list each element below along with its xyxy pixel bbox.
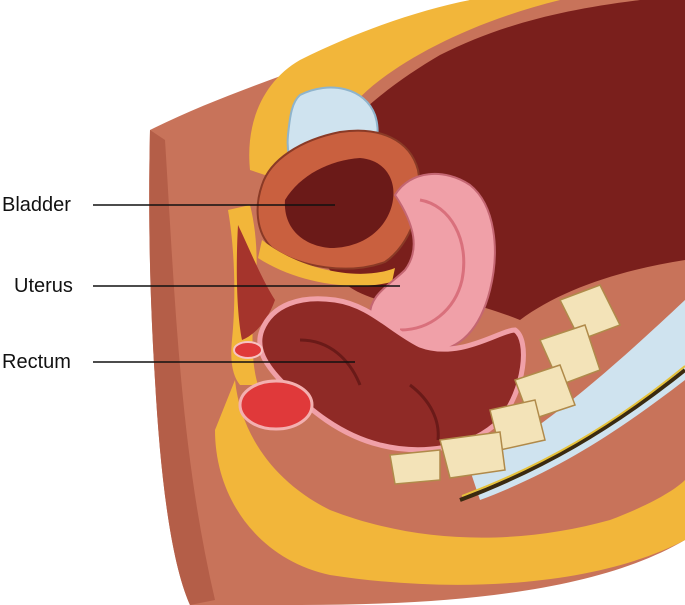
anal-sphincter [238,379,314,431]
spinal-canal [459,368,685,502]
vertebra-1 [558,284,622,341]
rectum-fold-1 [299,338,362,386]
fat-layer-pelvic-floor [215,380,685,585]
sacrum-band [470,300,685,500]
label-bladder: Bladder [2,194,71,216]
uterus-cavity-line [399,198,466,332]
label-rectum: Rectum [2,351,71,373]
bladder-fat-cap [258,240,395,286]
spinal-nerve [461,365,685,497]
rectum-fold-2 [409,383,440,441]
vertebra-6 [389,449,441,485]
bladder-lumen [284,158,394,248]
vertebrae [389,284,622,485]
retropubic-space [236,225,275,340]
small-pink-nodule [233,341,263,359]
body-skin-shading [149,130,215,605]
label-uterus: Uterus [14,275,73,297]
vertebra-5 [439,431,506,479]
